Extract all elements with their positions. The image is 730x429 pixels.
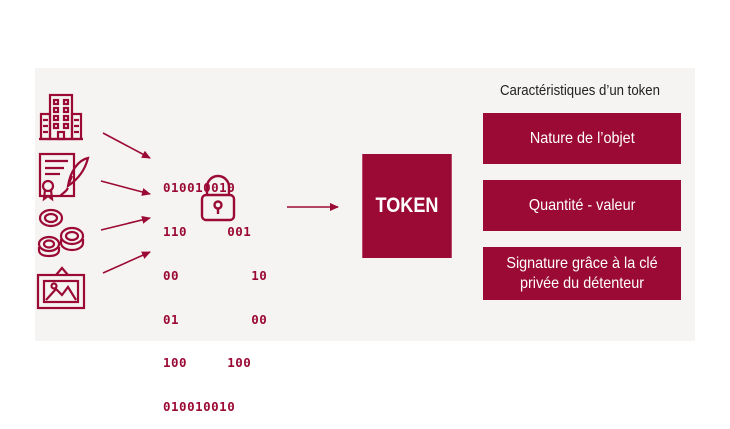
binary-line: 110 001 [163,223,252,239]
binary-line: 00 10 [163,267,268,283]
binary-line: 010010010 [163,399,236,415]
arrow-certificate-to-binary [100,180,151,196]
coins-icon [36,208,88,258]
characteristic-signature: Signature grâce à la clé privée du déten… [483,247,681,300]
binary-line: 100 100 [163,355,252,371]
token-label: TOKEN [375,194,439,217]
binary-line: 01 00 [163,311,268,327]
building-icon [38,92,84,142]
token-box: TOKEN [362,154,452,258]
binary-line: 010010010 [163,180,236,196]
painting-icon [36,265,88,311]
certificate-icon [38,152,92,202]
flow-arrows [100,132,339,274]
padlock-icon [198,173,238,228]
arrow-coins-to-binary [100,216,151,231]
arrow-painting-to-binary [102,251,151,274]
characteristic-quantity: Quantité - valeur [483,180,681,231]
arrow-building-to-binary [102,132,151,159]
characteristics-title: Caractéristiques d’un token [500,82,660,99]
characteristic-nature: Nature de l’objet [483,113,681,164]
